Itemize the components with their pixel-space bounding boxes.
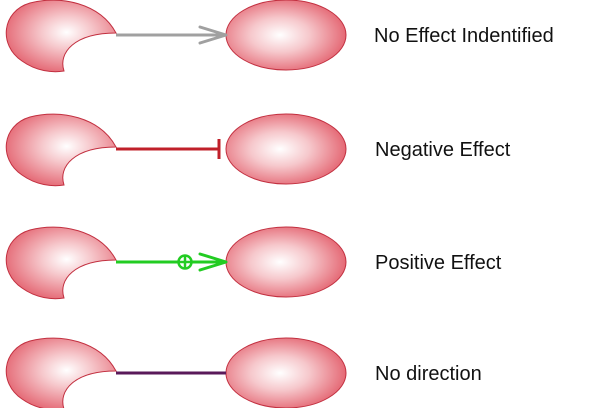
- crescent-source-node: [5, 226, 117, 300]
- crescent-source-node: [5, 0, 117, 73]
- oval-target-node: [225, 226, 347, 298]
- arrowhead-icon: [198, 25, 228, 45]
- oval-target-node: [225, 113, 347, 185]
- legend-row: No Effect Indentified: [5, 0, 554, 73]
- oval-target-node: [225, 337, 347, 408]
- crescent-source-node: [5, 337, 117, 408]
- arrowhead-icon: [198, 252, 228, 272]
- legend-label: Negative Effect: [375, 139, 511, 161]
- plus-circle-icon: [177, 254, 193, 270]
- legend-label: No direction: [375, 363, 482, 385]
- legend-label: Positive Effect: [375, 252, 502, 274]
- legend-row: No direction: [5, 337, 482, 408]
- legend-row: Negative Effect: [5, 113, 511, 187]
- oval-target-node: [225, 0, 347, 71]
- legend-label: No Effect Indentified: [374, 25, 554, 47]
- crescent-source-node: [5, 113, 117, 187]
- legend-row: Positive Effect: [5, 226, 502, 300]
